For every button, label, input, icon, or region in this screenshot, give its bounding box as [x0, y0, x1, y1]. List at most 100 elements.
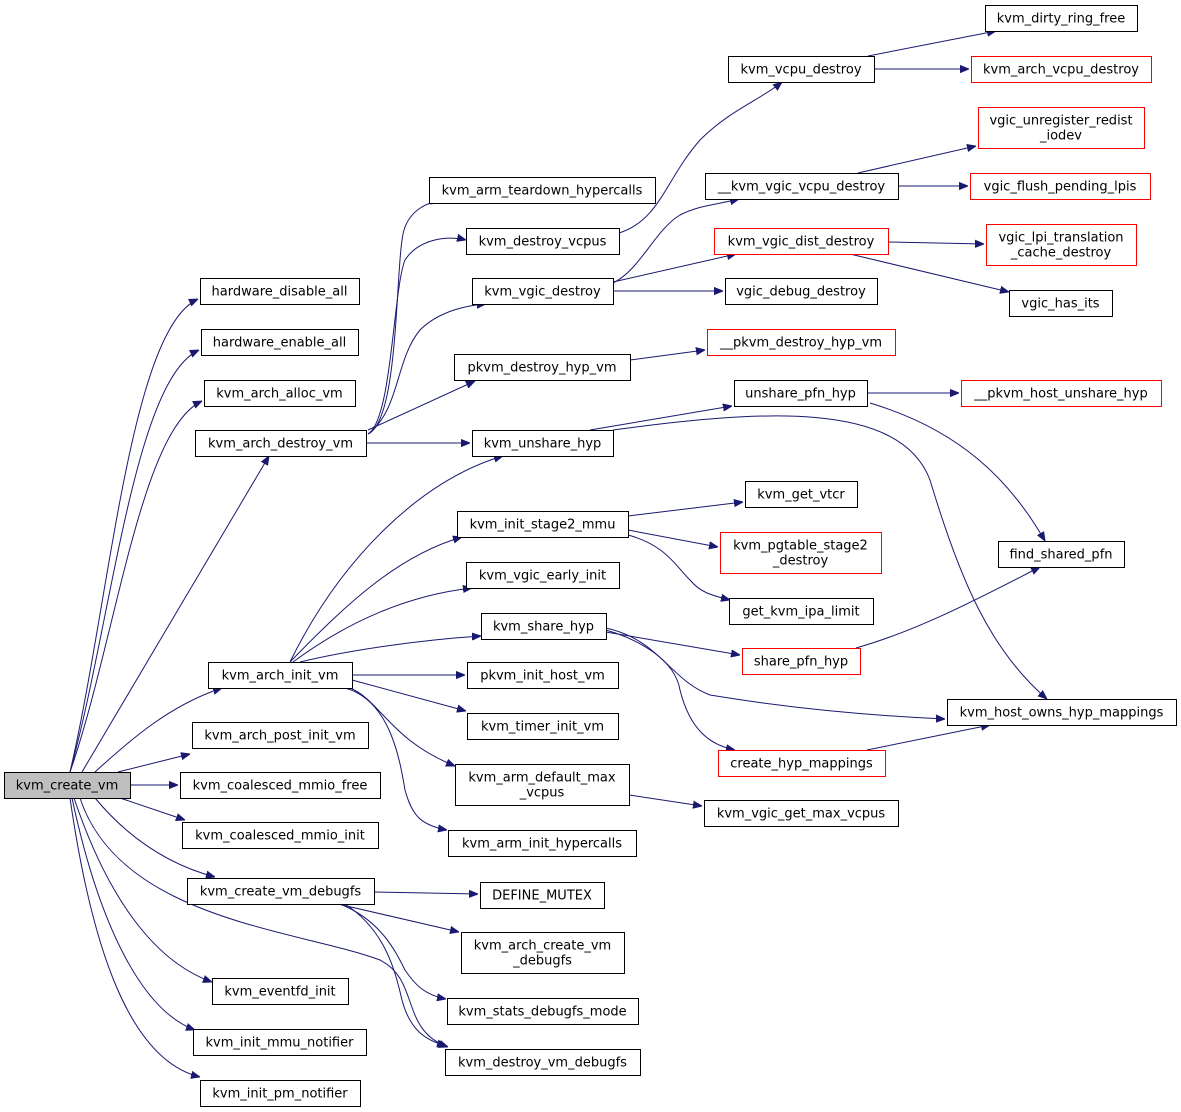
edge-kvm-create-vm-debugfs-to-define-mutex: [373, 892, 478, 894]
node-create-hyp-mappings[interactable]: create_hyp_mappings: [718, 750, 886, 777]
edges-layer: [69, 31, 1047, 1077]
node-box: [985, 5, 1138, 32]
node-kvm-vgic-early-init[interactable]: kvm_vgic_early_init: [466, 562, 620, 589]
node-kvm-vgic-vcpu-destroy[interactable]: __kvm_vgic_vcpu_destroy: [705, 173, 899, 200]
node-hardware-enable-all[interactable]: hardware_enable_all: [201, 329, 359, 356]
node-pkvm-destroy-hyp-vm[interactable]: pkvm_destroy_hyp_vm: [454, 354, 631, 381]
node-box: [467, 662, 619, 689]
edge-kvm-create-vm-to-kvm-arch-post-init-vm: [117, 754, 190, 773]
node-vgic-flush-pending-lpis[interactable]: vgic_flush_pending_lpis: [970, 173, 1151, 200]
node-kvm-stats-debugfs-mode[interactable]: kvm_stats_debugfs_mode: [447, 998, 639, 1025]
node-vgic-debug-destroy[interactable]: vgic_debug_destroy: [725, 278, 878, 305]
node-box: [193, 1029, 367, 1056]
node-box: [705, 173, 899, 200]
edge-kvm-create-vm-to-kvm-arch-destroy-vm: [81, 456, 269, 773]
node-label: pkvm_destroy_hyp_vm: [467, 361, 616, 376]
node-kvm-host-owns-hyp-mappings[interactable]: kvm_host_owns_hyp_mappings: [947, 699, 1177, 726]
node-kvm-vgic-destroy[interactable]: kvm_vgic_destroy: [472, 278, 614, 305]
node-kvm-vgic-dist-destroy[interactable]: kvm_vgic_dist_destroy: [714, 228, 889, 255]
node-label: __pkvm_destroy_hyp_vm: [719, 336, 882, 351]
node-find-shared-pfn[interactable]: find_shared_pfn: [998, 541, 1125, 568]
node-label: kvm_init_mmu_notifier: [206, 1036, 355, 1051]
node-kvm-share-hyp[interactable]: kvm_share_hyp: [481, 613, 607, 640]
node-pkvm-destroy-hyp-vm[interactable]: __pkvm_destroy_hyp_vm: [707, 329, 896, 356]
edge-kvm-destroy-vcpus-to-kvm-vcpu-destroy: [618, 82, 782, 234]
node-kvm-vcpu-destroy[interactable]: kvm_vcpu_destroy: [728, 56, 875, 83]
node-box: [734, 380, 868, 407]
node-hardware-disable-all[interactable]: hardware_disable_all: [200, 278, 360, 305]
node-kvm-arm-init-hypercalls[interactable]: kvm_arm_init_hypercalls: [448, 830, 637, 857]
node-get-kvm-ipa-limit[interactable]: get_kvm_ipa_limit: [729, 598, 874, 625]
node-kvm-create-vm[interactable]: kvm_create_vm: [4, 772, 131, 799]
node-box: [704, 800, 899, 827]
node-kvm-arch-destroy-vm[interactable]: kvm_arch_destroy_vm: [195, 430, 367, 457]
node-box: [718, 750, 886, 777]
node-kvm-eventfd-init[interactable]: kvm_eventfd_init: [212, 978, 349, 1005]
node-kvm-arm-default-max-vcpus[interactable]: kvm_arm_default_max_vcpus: [455, 764, 630, 806]
node-pkvm-host-unshare-hyp[interactable]: __pkvm_host_unshare_hyp: [961, 380, 1162, 407]
edge-kvm-create-vm-debugfs-to-kvm-stats-debugfs-mode: [339, 903, 446, 999]
node-share-pfn-hyp[interactable]: share_pfn_hyp: [742, 648, 861, 675]
node-kvm-timer-init-vm[interactable]: kvm_timer_init_vm: [467, 713, 619, 740]
node-kvm-arch-vcpu-destroy[interactable]: kvm_arch_vcpu_destroy: [971, 56, 1152, 83]
node-kvm-arm-teardown-hypercalls[interactable]: kvm_arm_teardown_hypercalls: [429, 177, 656, 204]
edge-kvm-vgic-destroy-to-kvm-vgic-vcpu-destroy: [612, 199, 739, 284]
node-box: [481, 613, 607, 640]
node-kvm-create-vm-debugfs[interactable]: kvm_create_vm_debugfs: [187, 878, 375, 905]
node-box: [200, 278, 360, 305]
node-box: [467, 713, 619, 740]
node-pkvm-init-host-vm[interactable]: pkvm_init_host_vm: [467, 662, 619, 689]
node-box: [742, 648, 861, 675]
node-box: [1009, 290, 1113, 317]
edge-kvm-init-stage2-mmu-to-kvm-get-vtcr: [627, 502, 743, 517]
node-kvm-get-vtcr[interactable]: kvm_get_vtcr: [745, 481, 858, 508]
node-box: [448, 830, 637, 857]
node-kvm-vgic-get-max-vcpus[interactable]: kvm_vgic_get_max_vcpus: [704, 800, 899, 827]
node-label: kvm_vgic_destroy: [484, 285, 601, 300]
node-box: [182, 822, 379, 849]
node-define-mutex[interactable]: DEFINE_MUTEX: [480, 882, 605, 909]
node-label: vgic_flush_pending_lpis: [984, 180, 1137, 195]
node-box: [200, 1080, 361, 1107]
node-kvm-arch-post-init-vm[interactable]: kvm_arch_post_init_vm: [192, 722, 369, 749]
edge-pkvm-destroy-hyp-vm-to-pkvm-destroy-hyp-vm: [629, 350, 705, 361]
node-label: kvm_pgtable_stage2: [733, 539, 868, 554]
node-kvm-arch-init-vm[interactable]: kvm_arch_init_vm: [208, 662, 353, 689]
node-box: [180, 772, 381, 799]
node-label: kvm_vgic_dist_destroy: [728, 235, 875, 250]
node-vgic-lpi-translation-cache-destroy[interactable]: vgic_lpi_translation_cache_destroy: [986, 224, 1137, 266]
node-box: [187, 878, 375, 905]
edge-kvm-create-vm-debugfs-to-kvm-arch-create-vm-debugfs: [337, 903, 459, 932]
node-box: [429, 177, 656, 204]
edge-kvm-vcpu-destroy-to-kvm-dirty-ring-free: [867, 31, 996, 57]
node-label: vgic_unregister_redist: [989, 114, 1132, 129]
node-kvm-init-pm-notifier[interactable]: kvm_init_pm_notifier: [200, 1080, 361, 1107]
node-kvm-init-stage2-mmu[interactable]: kvm_init_stage2_mmu: [457, 511, 629, 538]
node-kvm-destroy-vcpus[interactable]: kvm_destroy_vcpus: [466, 228, 620, 255]
edge-kvm-arm-default-max-vcpus-to-kvm-vgic-get-max-vcpus: [628, 794, 702, 806]
node-kvm-destroy-vm-debugfs[interactable]: kvm_destroy_vm_debugfs: [445, 1049, 641, 1076]
node-kvm-coalesced-mmio-init[interactable]: kvm_coalesced_mmio_init: [182, 822, 379, 849]
edge-kvm-arch-init-vm-to-kvm-arm-init-hypercalls: [344, 687, 447, 830]
node-label: kvm_eventfd_init: [224, 985, 335, 1000]
nodes-layer: kvm_create_vm hardware_disable_allhardwar…: [4, 5, 1177, 1107]
node-box: [457, 511, 629, 538]
edge-kvm-create-vm-to-kvm-init-mmu-notifier: [71, 797, 195, 1030]
edge-kvm-create-vm-to-hardware-enable-all: [69, 350, 199, 773]
node-label: kvm_create_vm: [16, 779, 119, 794]
node-unshare-pfn-hyp[interactable]: unshare_pfn_hyp: [734, 380, 868, 407]
node-label: kvm_arch_post_init_vm: [204, 729, 355, 744]
node-kvm-arch-create-vm-debugfs[interactable]: kvm_arch_create_vm_debugfs: [461, 932, 625, 974]
node-kvm-dirty-ring-free[interactable]: kvm_dirty_ring_free: [985, 5, 1138, 32]
node-vgic-has-its[interactable]: vgic_has_its: [1009, 290, 1113, 317]
edge-kvm-arch-init-vm-to-kvm-vgic-early-init: [292, 588, 472, 663]
node-kvm-pgtable-stage2-destroy[interactable]: kvm_pgtable_stage2_destroy: [720, 532, 882, 574]
node-label: kvm_create_vm_debugfs: [200, 885, 362, 900]
node-kvm-coalesced-mmio-free[interactable]: kvm_coalesced_mmio_free: [180, 772, 381, 799]
node-kvm-arch-alloc-vm[interactable]: kvm_arch_alloc_vm: [204, 380, 356, 407]
node-vgic-unregister-redist-iodev[interactable]: vgic_unregister_redist_iodev: [978, 107, 1145, 149]
node-box: [447, 998, 639, 1025]
node-kvm-init-mmu-notifier[interactable]: kvm_init_mmu_notifier: [193, 1029, 367, 1056]
node-kvm-unshare-hyp[interactable]: kvm_unshare_hyp: [472, 430, 614, 457]
node-label: _destroy: [772, 554, 829, 569]
